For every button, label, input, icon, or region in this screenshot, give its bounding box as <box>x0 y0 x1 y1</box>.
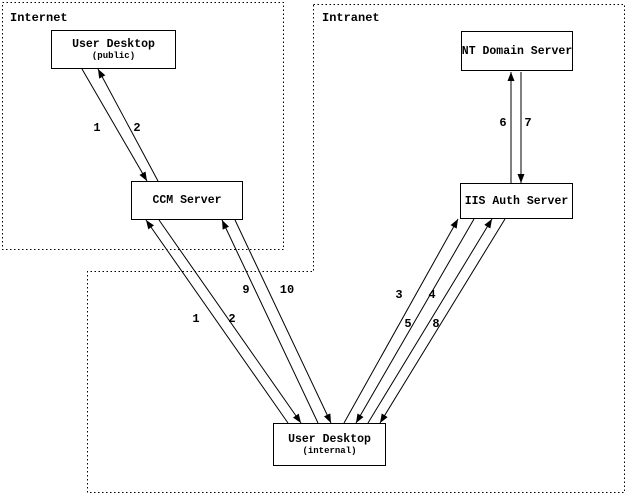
node-title: NT Domain Server <box>461 44 573 58</box>
node-subtitle: (public) <box>91 51 136 61</box>
node-user-desktop-public: User Desktop (public) <box>51 30 176 69</box>
intranet-region-border <box>87 4 625 493</box>
node-iis-auth-server: IIS Auth Server <box>460 183 573 219</box>
flow-line-step4 <box>355 218 475 424</box>
step-label: 1 <box>192 312 199 326</box>
step-label: 8 <box>432 317 439 331</box>
step-label: 5 <box>404 317 411 331</box>
flow-line-step5 <box>367 218 493 424</box>
step-label: 2 <box>133 121 140 135</box>
flow-line-internal-step2 <box>158 219 302 424</box>
flow-line-step3 <box>343 218 459 424</box>
internet-region-label: Internet <box>10 11 68 25</box>
step-label: 4 <box>428 288 435 302</box>
node-title: User Desktop <box>72 38 155 51</box>
step-label: 6 <box>499 116 506 130</box>
step-label: 9 <box>242 283 249 297</box>
step-label: 3 <box>395 288 402 302</box>
flow-line-step10 <box>234 219 332 424</box>
node-title: IIS Auth Server <box>464 194 569 208</box>
step-label: 10 <box>280 283 294 297</box>
step-label: 1 <box>93 121 100 135</box>
flow-line-internal-step1 <box>145 219 289 424</box>
node-nt-domain-server: NT Domain Server <box>461 31 573 71</box>
node-title: CCM Server <box>152 194 222 207</box>
flow-line-public-step2 <box>97 68 159 182</box>
node-user-desktop-internal: User Desktop (internal) <box>273 423 386 466</box>
step-label: 7 <box>524 116 531 130</box>
step-label: 2 <box>228 312 235 326</box>
intranet-region-label: Intranet <box>322 11 380 25</box>
flow-line-step9 <box>221 219 319 424</box>
node-subtitle: (internal) <box>302 446 357 456</box>
node-title: User Desktop <box>288 433 371 446</box>
node-ccm-server: CCM Server <box>131 181 243 220</box>
flow-line-public-step1 <box>81 68 148 182</box>
internet-region-border <box>2 2 284 250</box>
flow-line-step8 <box>379 218 506 424</box>
